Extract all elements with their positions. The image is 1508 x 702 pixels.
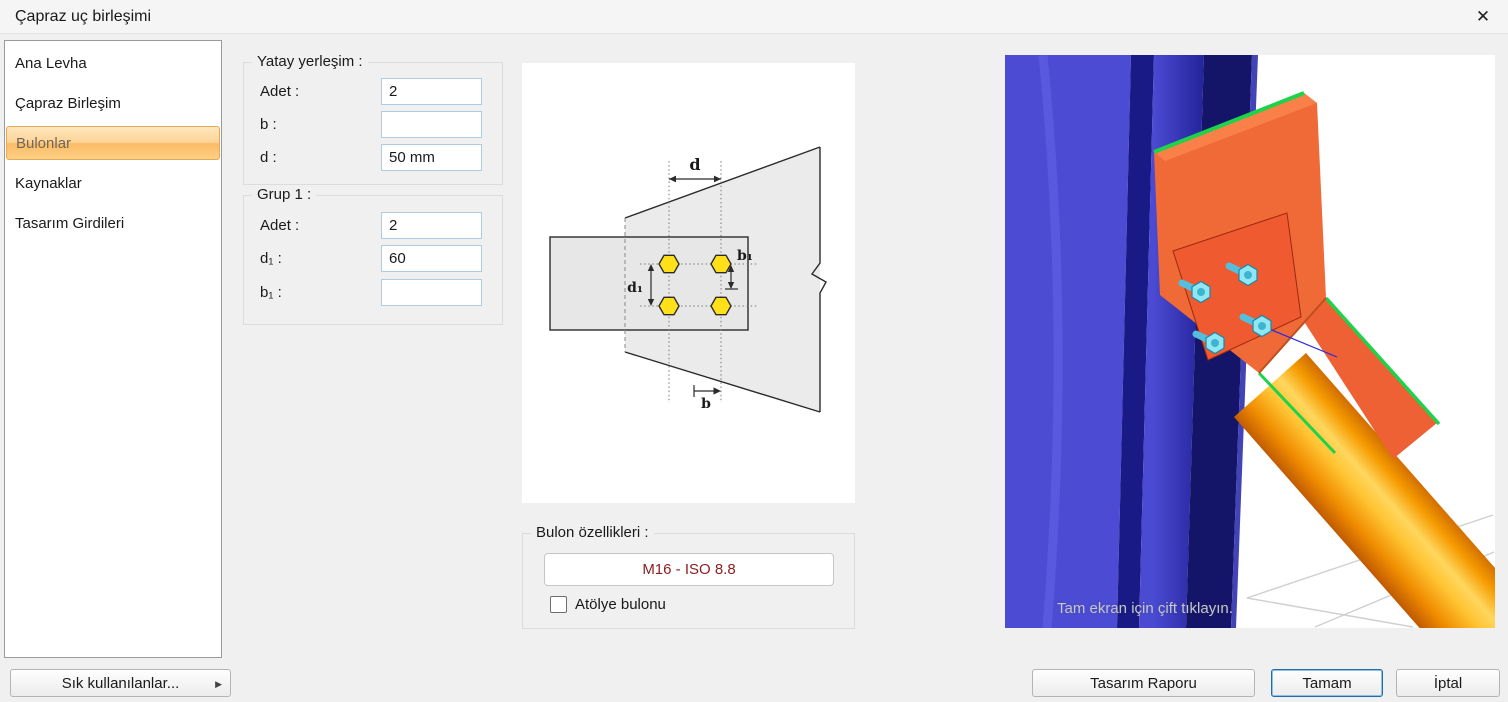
b-input[interactable] — [381, 111, 482, 138]
field-row: b₁ : — [260, 279, 482, 306]
cancel-label: İptal — [1433, 674, 1463, 692]
sidebar-item-tasarim-girdileri[interactable]: Tasarım Girdileri — [6, 206, 220, 240]
dialog-titlebar: Çapraz uç birleşimi — [0, 0, 1508, 34]
diagram-label-b1: b₁ — [737, 248, 753, 264]
sidebar-item-label: Ana Levha — [15, 54, 87, 72]
field-row: d₁ : — [260, 245, 482, 272]
field-row: b : — [260, 111, 482, 138]
grup1-adet-input[interactable] — [381, 212, 482, 239]
ok-button[interactable]: Tamam — [1271, 669, 1383, 697]
preview-render — [1005, 55, 1495, 628]
close-button[interactable]: ✕ — [1470, 5, 1496, 29]
bolt-type-button[interactable]: M16 - ISO 8.8 — [544, 553, 834, 586]
preview-hint: Tam ekran için çift tıklayın. — [1057, 600, 1233, 617]
field-label-d1: d₁ : — [260, 250, 282, 267]
diagram-bolt-hexagons — [658, 254, 732, 316]
sidebar-item-label: Bulonlar — [16, 134, 72, 152]
sidebar-item-capraz-birlesim[interactable]: Çapraz Birleşim — [6, 86, 220, 120]
close-icon: ✕ — [1475, 7, 1491, 26]
bolt-layout-diagram: d b₁ d₁ b — [522, 63, 855, 503]
workshop-bolt-label[interactable]: Atölye bulonu — [575, 596, 666, 613]
field-row: Adet : — [260, 212, 482, 239]
d-input[interactable] — [381, 144, 482, 171]
b1-input[interactable] — [381, 279, 482, 306]
field-label-adet: Adet : — [260, 83, 300, 100]
group-title: Grup 1 : — [252, 186, 317, 203]
sidebar-item-label: Kaynaklar — [15, 174, 82, 192]
d1-input[interactable] — [381, 245, 482, 272]
group-title: Yatay yerleşim : — [252, 53, 368, 70]
field-row: Adet : — [260, 78, 482, 105]
group-bulon-ozellikleri: Bulon özellikleri : M16 - ISO 8.8 Atölye… — [522, 524, 855, 629]
field-label-b1: b₁ : — [260, 284, 282, 301]
field-label-grup1-adet: Adet : — [260, 217, 300, 234]
field-label-b: b : — [260, 116, 277, 133]
sidebar-item-kaynaklar[interactable]: Kaynaklar — [6, 166, 220, 200]
group-yatay-yerlesim: Yatay yerleşim : Adet : b : d : — [243, 53, 503, 185]
field-label-d: d : — [260, 149, 277, 166]
favorites-button[interactable]: Sık kullanılanlar... ▶ — [10, 669, 231, 697]
bolt-diagram-svg: d b₁ d₁ b — [549, 146, 827, 413]
group-title: Bulon özellikleri : — [531, 524, 654, 541]
workshop-bolt-row: Atölye bulonu — [550, 596, 666, 613]
design-report-button[interactable]: Tasarım Raporu — [1032, 669, 1255, 697]
favorites-label: Sık kullanılanlar... — [61, 674, 180, 692]
sidebar-item-ana-levha[interactable]: Ana Levha — [6, 46, 220, 80]
design-report-label: Tasarım Raporu — [1090, 674, 1197, 692]
favorites-expand-arrow-icon[interactable]: ▶ — [215, 679, 222, 689]
ok-label: Tamam — [1302, 674, 1352, 692]
dialog-title: Çapraz uç birleşimi — [15, 7, 152, 25]
sidebar-item-bulonlar[interactable]: Bulonlar — [6, 126, 220, 160]
preview-3d[interactable]: Tam ekran için çift tıklayın. — [1005, 55, 1495, 628]
cancel-button[interactable]: İptal — [1396, 669, 1500, 697]
sidebar-item-label: Tasarım Girdileri — [15, 214, 125, 232]
workshop-bolt-checkbox[interactable] — [550, 596, 567, 613]
diagram-label-b: b — [701, 396, 711, 412]
field-row: d : — [260, 144, 482, 171]
sidebar-item-label: Çapraz Birleşim — [15, 94, 121, 112]
diagram-label-d: d — [689, 155, 700, 174]
diagram-label-d1: d₁ — [627, 280, 643, 296]
sidebar: Ana Levha Çapraz Birleşim Bulonlar Kayna… — [4, 40, 222, 658]
group-grup1: Grup 1 : Adet : d₁ : b₁ : — [243, 186, 503, 325]
horizontal-adet-input[interactable] — [381, 78, 482, 105]
